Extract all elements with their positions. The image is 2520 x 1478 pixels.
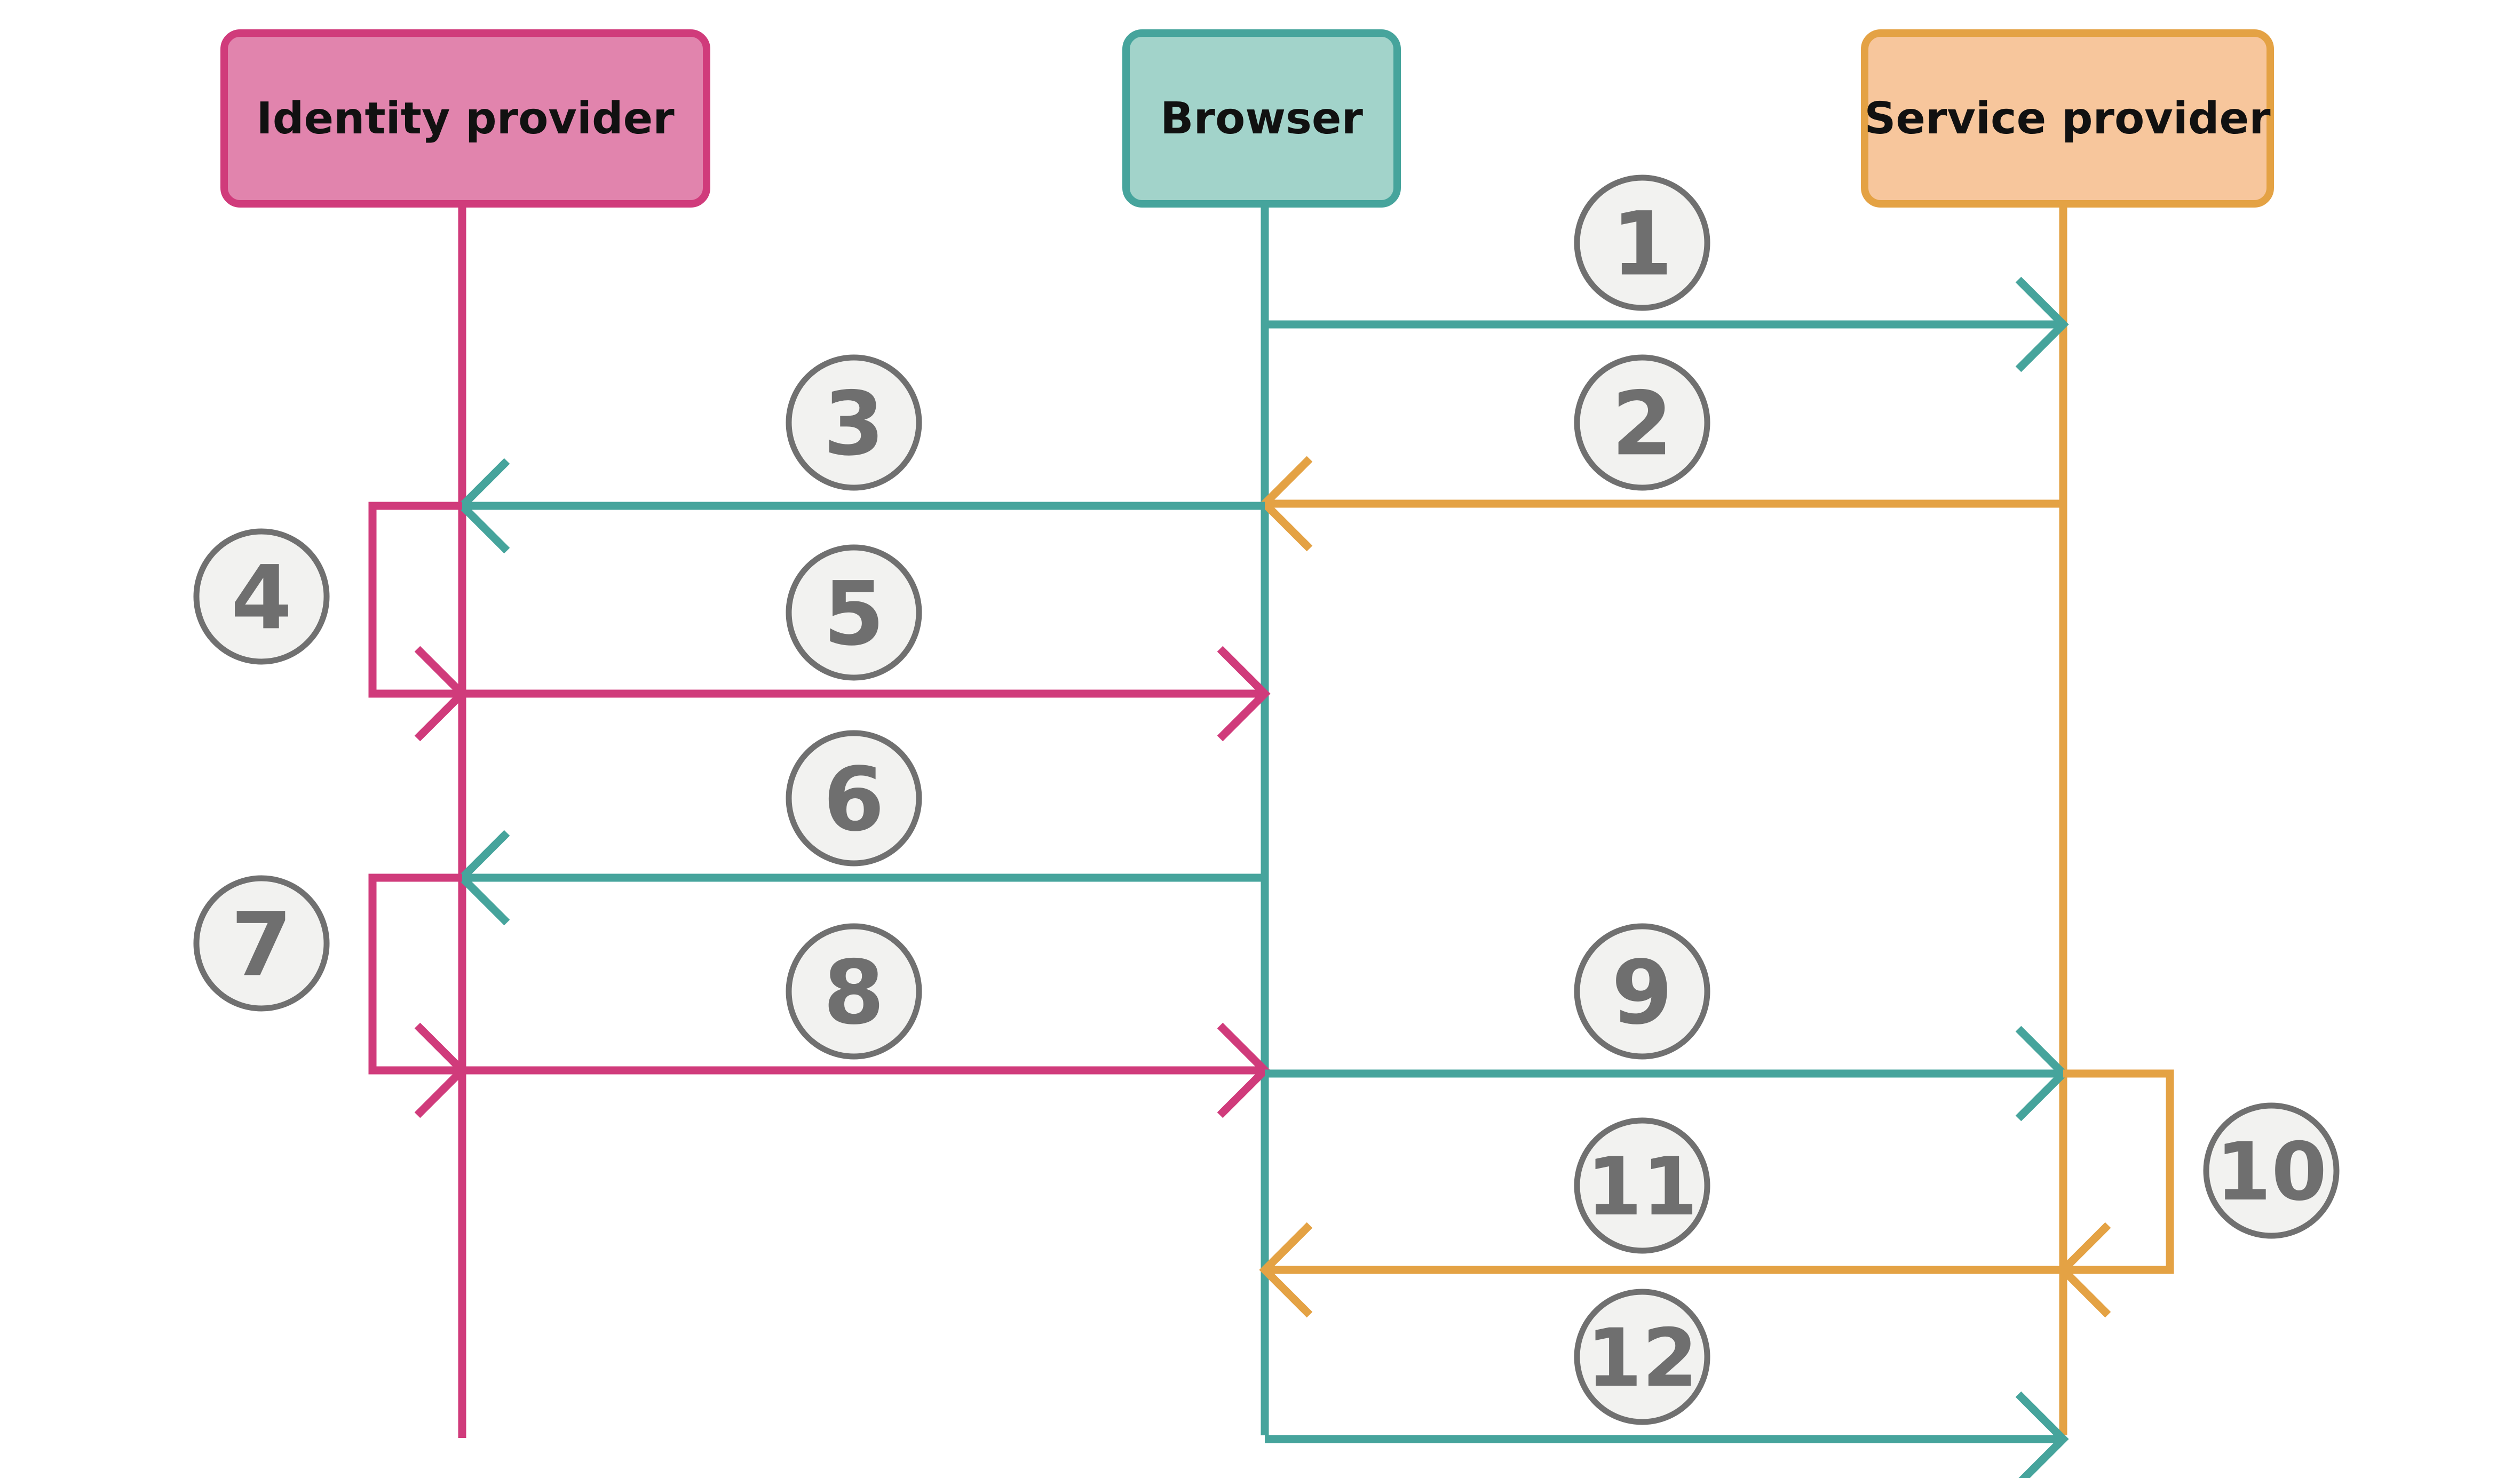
step-badge-circle bbox=[193, 528, 330, 665]
step-number: 2 bbox=[1612, 372, 1673, 475]
step-badge-circle bbox=[1574, 1289, 1710, 1425]
lifelines bbox=[458, 204, 2067, 1438]
step-number: 10 bbox=[2216, 1126, 2327, 1219]
step-badge-circle bbox=[786, 730, 922, 867]
arrowhead bbox=[2015, 1391, 2069, 1478]
arrowhead bbox=[1217, 646, 1271, 742]
step-badge-1: 1 bbox=[1574, 174, 1710, 311]
actor-box-sp bbox=[1861, 29, 2274, 208]
actor-sp: Service provider bbox=[1861, 29, 2274, 208]
step-badge-circle bbox=[1574, 1117, 1710, 1254]
message-step-5 bbox=[462, 646, 1271, 742]
actor-browser: Browser bbox=[1122, 29, 1401, 208]
step-number: 9 bbox=[1612, 941, 1673, 1044]
step-badge-2: 2 bbox=[1574, 354, 1710, 491]
step-number: 11 bbox=[1587, 1141, 1698, 1234]
step-badge-4: 4 bbox=[193, 528, 330, 665]
actor-box-idp bbox=[220, 29, 710, 208]
step-badge-12: 12 bbox=[1574, 1289, 1710, 1425]
message-step-4 bbox=[368, 502, 468, 742]
step-badge-circle bbox=[193, 875, 330, 1012]
messages bbox=[368, 276, 2174, 1478]
step-badge-circle bbox=[786, 923, 922, 1060]
step-badge-circle bbox=[786, 354, 922, 491]
message-step-10 bbox=[2057, 1069, 2174, 1318]
step-number: 6 bbox=[823, 748, 885, 851]
message-step-1 bbox=[1265, 276, 2069, 372]
step-number: 12 bbox=[1587, 1312, 1698, 1405]
message-step-12 bbox=[1265, 1391, 2069, 1478]
step-badge-11: 11 bbox=[1574, 1117, 1710, 1254]
step-badge-7: 7 bbox=[193, 875, 330, 1012]
actor-idp: Identity provider bbox=[220, 29, 710, 208]
step-badge-8: 8 bbox=[786, 923, 922, 1060]
actors: Identity provider Browser Service provider bbox=[220, 29, 2274, 208]
actor-box-browser bbox=[1122, 29, 1401, 208]
step-badge-9: 9 bbox=[1574, 923, 1710, 1060]
step-badge-3: 3 bbox=[786, 354, 922, 491]
step-badge-circle bbox=[786, 544, 922, 681]
step-badge-circle bbox=[1574, 174, 1710, 311]
self-loop-line bbox=[2063, 1069, 2174, 1274]
step-badge-circle bbox=[2203, 1102, 2340, 1239]
message-step-11 bbox=[1259, 1222, 2063, 1318]
step-badge-10: 10 bbox=[2203, 1102, 2340, 1239]
step-number: 1 bbox=[1612, 193, 1673, 295]
step-badge-circle bbox=[1574, 354, 1710, 491]
step-badge-circle bbox=[1574, 923, 1710, 1060]
step-badge-6: 6 bbox=[786, 730, 922, 867]
arrowhead bbox=[2015, 276, 2069, 372]
arrowhead bbox=[1259, 1222, 1313, 1318]
step-number: 4 bbox=[231, 546, 292, 649]
actor-label-browser: Browser bbox=[1160, 93, 1363, 144]
step-number: 8 bbox=[823, 941, 885, 1044]
self-loop-line bbox=[368, 502, 462, 698]
step-number: 7 bbox=[231, 893, 292, 996]
step-badge-5: 5 bbox=[786, 544, 922, 681]
step-number: 3 bbox=[823, 372, 885, 475]
actor-label-idp: Identity provider bbox=[256, 93, 675, 144]
actor-label-sp: Service provider bbox=[1864, 93, 2271, 144]
message-step-7 bbox=[368, 873, 468, 1118]
step-number: 5 bbox=[823, 562, 885, 665]
self-loop-line bbox=[368, 873, 462, 1075]
